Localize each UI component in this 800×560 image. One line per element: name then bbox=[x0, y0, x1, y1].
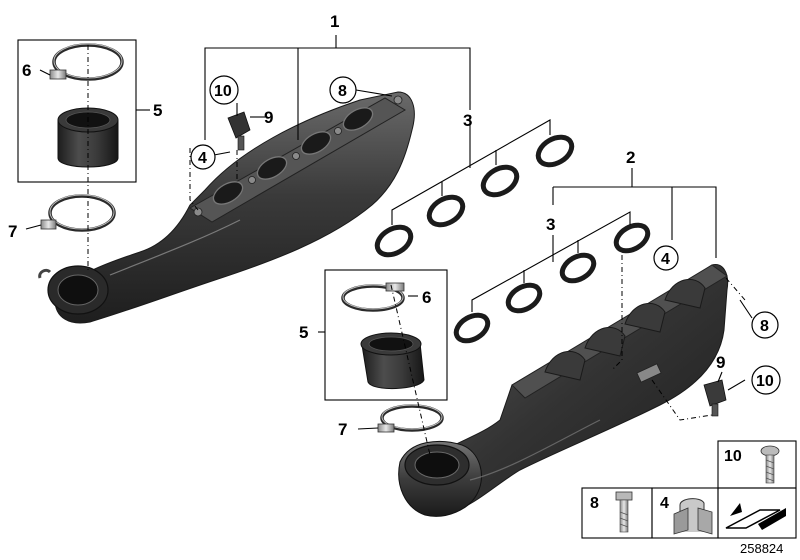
callout-4-lower: 4 bbox=[653, 245, 679, 271]
legend-bolt-label: 8 bbox=[590, 495, 599, 512]
callout-6-upper: 6 bbox=[22, 61, 31, 80]
bolt-icon bbox=[615, 491, 633, 533]
legend-screw-label: 10 bbox=[724, 448, 742, 465]
leader-lines bbox=[25, 35, 753, 430]
callout-7-lower: 7 bbox=[338, 420, 347, 439]
sleeve-kit-frame-upper bbox=[17, 39, 137, 183]
assembly-axis-center bbox=[390, 284, 431, 456]
callout-2: 2 bbox=[626, 148, 635, 167]
svg-text:8: 8 bbox=[760, 318, 769, 335]
callout-3-upper: 3 bbox=[463, 111, 472, 130]
pressure-sensor-upper bbox=[227, 111, 251, 151]
callout-9-upper: 9 bbox=[264, 108, 273, 127]
gasket-set-lower bbox=[453, 222, 651, 344]
intake-manifold-lower bbox=[398, 263, 729, 517]
callout-1: 1 bbox=[330, 12, 339, 31]
legend-cell-seal bbox=[717, 487, 797, 539]
screw-icon bbox=[760, 445, 780, 484]
callout-5-upper: 5 bbox=[153, 101, 162, 120]
sleeve-kit-frame-lower bbox=[324, 269, 448, 401]
pressure-sensor-lower bbox=[703, 379, 727, 417]
callout-5-lower: 5 bbox=[299, 323, 308, 342]
intake-manifold-upper bbox=[38, 91, 415, 324]
svg-text:4: 4 bbox=[198, 150, 207, 167]
callout-10-upper: 10 bbox=[209, 75, 239, 105]
callout-6-lower: 6 bbox=[422, 288, 431, 307]
svg-text:4: 4 bbox=[661, 251, 670, 268]
document-number: 258824 bbox=[740, 541, 783, 556]
legend-hardware: 10 8 4 bbox=[581, 440, 797, 539]
hose-clamp-center bbox=[341, 282, 405, 312]
hose-clamp-lower-left bbox=[40, 194, 116, 232]
svg-text:10: 10 bbox=[214, 83, 232, 100]
legend-clip-label: 4 bbox=[660, 495, 669, 512]
callout-4-upper: 4 bbox=[190, 144, 216, 170]
callout-9-lower: 9 bbox=[716, 353, 725, 372]
hose-clamp-center-lower bbox=[377, 404, 444, 433]
callout-8-upper: 8 bbox=[329, 76, 357, 104]
rubber-sleeve-center bbox=[360, 332, 425, 390]
callout-10-lower: 10 bbox=[751, 365, 781, 395]
clip-icon bbox=[673, 498, 713, 535]
svg-text:10: 10 bbox=[756, 373, 774, 390]
assembly-axes bbox=[189, 148, 746, 421]
callout-8-lower: 8 bbox=[751, 311, 779, 339]
seal-arrow-icon bbox=[725, 503, 786, 530]
callout-7-upper: 7 bbox=[8, 222, 17, 241]
hose-clamp-upper bbox=[49, 43, 124, 81]
callout-3-lower: 3 bbox=[546, 215, 555, 234]
svg-text:8: 8 bbox=[338, 83, 347, 100]
gasket-set-upper bbox=[374, 134, 575, 258]
